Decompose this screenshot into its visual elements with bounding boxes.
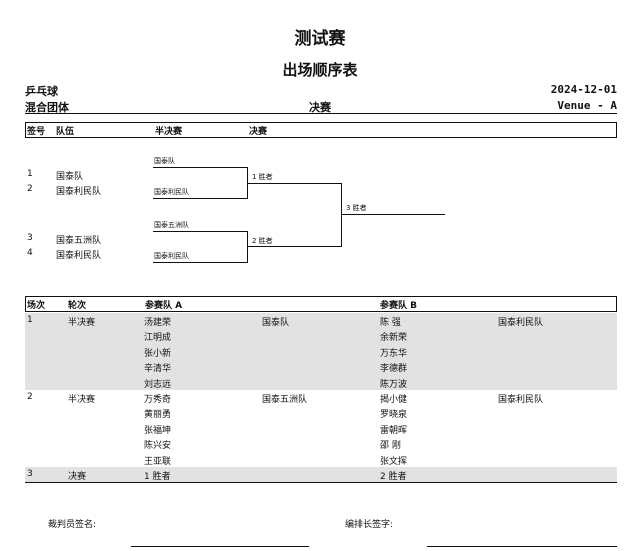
final-team-a: 1 胜者 [144, 472, 171, 482]
date-label: 2024-12-01 [550, 83, 617, 96]
draw-col-final: 决赛 [249, 127, 268, 137]
arranger-signature-line [427, 546, 617, 547]
player-a: 张福坤 [144, 425, 172, 436]
bracket-final-label: 2 胜者 [252, 237, 273, 245]
player-a: 汤建荣 [144, 318, 172, 328]
table-row: 黄丽勇 罗晓泉 [25, 405, 617, 420]
event-label: 混合团体 [25, 101, 69, 114]
bracket-line [247, 183, 342, 184]
player-b: 张文挥 [380, 456, 408, 467]
bracket-semi-label: 国泰队 [154, 157, 175, 165]
table-row: 刘志远 陈万波 [25, 374, 617, 390]
table-row: 王亚联 张文挥 [25, 452, 617, 467]
bracket-line [247, 246, 342, 247]
bracket-line [153, 167, 248, 168]
table-row: 辛清华 李德群 [25, 359, 617, 375]
table-row: 2 半决赛 万秀奇 国泰五洲队 揭小健 国泰利民队 [25, 390, 617, 405]
player-a: 张小新 [144, 348, 172, 359]
bracket-line [341, 183, 342, 247]
player-a: 江明成 [144, 333, 172, 344]
draw-team: 国泰五洲队 [56, 236, 102, 246]
match-no: 1 [27, 315, 33, 325]
bracket-semi-label: 国泰利民队 [154, 188, 189, 196]
draw-col-team: 队伍 [56, 127, 75, 137]
draw-seed: 4 [27, 248, 33, 258]
draw-col-seed: 签号 [27, 127, 46, 137]
player-b: 揭小健 [380, 395, 408, 405]
match-col-round: 轮次 [68, 301, 87, 311]
draw-header: 签号 队伍 半决赛 决赛 [25, 122, 617, 138]
match-round: 半决赛 [68, 318, 96, 328]
team-b: 国泰利民队 [498, 395, 544, 405]
player-b: 万东华 [380, 348, 408, 359]
player-b: 李德群 [380, 364, 408, 375]
page-subtitle: 出场顺序表 [282, 61, 358, 79]
bracket-line [247, 231, 248, 263]
bracket-line [153, 262, 248, 263]
team-b: 国泰利民队 [498, 318, 544, 328]
arranger-signature-label: 编排长签字: [345, 520, 394, 530]
player-a: 刘志远 [144, 379, 172, 390]
player-b: 雷朝晖 [380, 425, 408, 436]
draw-seed: 3 [27, 233, 33, 243]
referee-signature-label: 裁判员签名: [48, 520, 97, 530]
match-col-team-a: 参赛队 A [145, 301, 183, 311]
match-header: 场次 轮次 参赛队 A 参赛队 B [25, 296, 617, 312]
table-row: 3 决赛 1 胜者 2 胜者 [25, 467, 617, 483]
player-a: 辛清华 [144, 364, 172, 375]
team-a: 国泰队 [262, 318, 290, 328]
bracket-line [153, 231, 248, 232]
bracket-final-label: 1 胜者 [252, 173, 273, 181]
draw-seed: 2 [27, 184, 33, 194]
draw-team: 国泰利民队 [56, 251, 102, 261]
match-col-no: 场次 [27, 301, 46, 311]
player-b: 罗晓泉 [380, 410, 408, 421]
bracket-semi-label: 国泰利民队 [154, 252, 189, 260]
team-a: 国泰五洲队 [262, 395, 308, 405]
table-row: 张小新 万东华 [25, 343, 617, 360]
draw-team: 国泰队 [56, 172, 84, 182]
stage-label: 决赛 [309, 101, 331, 114]
table-row: 陈兴安 邵 刚 [25, 436, 617, 451]
match-no: 3 [27, 469, 33, 479]
table-bottom-line [25, 482, 617, 483]
table-row: 1 半决赛 汤建荣 国泰队 陈 强 国泰利民队 [25, 313, 617, 329]
venue-label: Venue - A [557, 99, 617, 112]
bracket-line [153, 198, 248, 199]
player-b: 余新荣 [380, 333, 408, 344]
player-b: 陈万波 [380, 379, 408, 390]
bracket-line [341, 214, 445, 215]
player-b: 邵 刚 [380, 441, 401, 452]
table-row: 江明成 余新荣 [25, 328, 617, 344]
draw-seed: 1 [27, 169, 33, 179]
player-a: 万秀奇 [144, 395, 172, 405]
match-round: 决赛 [68, 472, 87, 482]
final-team-b: 2 胜者 [380, 472, 407, 482]
sport-label: 乒乓球 [25, 85, 58, 98]
player-a: 陈兴安 [144, 441, 172, 452]
draw-col-semi: 半决赛 [155, 127, 183, 137]
page-title: 测试赛 [294, 29, 346, 49]
player-a: 王亚联 [144, 456, 172, 467]
bracket-champion-label: 3 胜者 [346, 204, 367, 212]
match-round: 半决赛 [68, 395, 96, 405]
player-a: 黄丽勇 [144, 410, 172, 421]
match-col-team-b: 参赛队 B [380, 301, 417, 311]
table-row: 张福坤 雷朝晖 [25, 421, 617, 436]
match-no: 2 [27, 392, 33, 402]
bracket-semi-label: 国泰五洲队 [154, 221, 189, 229]
header-divider [25, 113, 617, 114]
draw-team: 国泰利民队 [56, 187, 102, 197]
referee-signature-line [131, 546, 309, 547]
player-b: 陈 强 [380, 318, 401, 328]
